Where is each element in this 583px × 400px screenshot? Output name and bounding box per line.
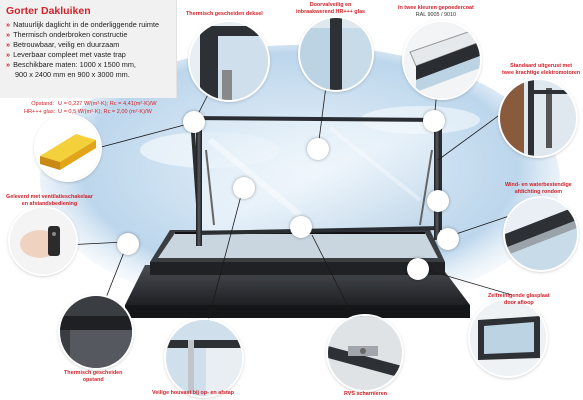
info-panel: Gorter Dakluiken »Natuurlijk daglicht in… <box>0 0 177 98</box>
detail-circle-upstand <box>60 296 132 368</box>
spec-row-opstand: Opstand:U = 0,227 W/(m²·K); Rc = 4,41(m²… <box>31 101 157 107</box>
marker-dot <box>437 228 459 250</box>
marker-dot <box>427 190 449 212</box>
list-item: 900 x 2400 mm en 900 x 3000 mm. <box>15 70 130 79</box>
chevron-right-icon: » <box>6 20 11 29</box>
marker-dot <box>407 258 429 280</box>
callout-opstand: Thermisch gescheiden opstand <box>64 370 123 383</box>
detail-circle-motors <box>500 80 576 156</box>
left-post <box>196 118 202 246</box>
detail-circle-colors <box>404 22 480 98</box>
hatch-upstand-front <box>150 262 445 275</box>
list-item: »Thermisch onderbroken constructie <box>6 30 128 39</box>
chevron-right-icon: » <box>6 30 11 39</box>
marker-dot <box>233 177 255 199</box>
detail-circle-insulation <box>36 116 100 180</box>
detail-circle-wind <box>505 198 577 270</box>
motor-arm <box>419 149 433 226</box>
detail-circle-selfcleaning <box>470 300 546 376</box>
callout-houvast: Veilige houvast bij op- en afstap <box>152 390 235 396</box>
detail-circle-remote <box>10 208 76 274</box>
chevron-right-icon: » <box>6 50 11 59</box>
spec-row-glas: HR+++ glas:U = 0,5 W/(m²·K); Rc = 2,00 (… <box>24 108 152 115</box>
chevron-right-icon: » <box>6 60 11 69</box>
list-item: »Betrouwbaar, veilig en duurzaam <box>6 40 120 49</box>
marker-dot <box>423 110 445 132</box>
chevron-right-icon: » <box>6 40 11 49</box>
motor-arm <box>205 149 215 226</box>
feature-list: »Natuurlijk daglicht in de onderliggende… <box>6 20 159 80</box>
list-item: »Natuurlijk daglicht in de onderliggende… <box>6 20 160 29</box>
detail-circle-hinges <box>328 316 402 390</box>
list-item: »Beschikbare maten: 1000 x 1500 mm, <box>6 60 136 69</box>
hatch-opening <box>158 233 438 258</box>
thermal-specs: Opstand:U = 0,227 W/(m²·K); Rc = 4,41(m²… <box>24 101 157 116</box>
marker-dot <box>290 216 312 238</box>
callout-motoren: Standaard uitgerust met twee krachtige e… <box>502 63 581 76</box>
list-item: »Leverbaar compleet met vaste trap <box>6 50 126 59</box>
roof-edge <box>125 305 470 318</box>
page-title: Gorter Dakluiken <box>6 5 91 17</box>
callout-glas: Doorvalveilig en inbraakwerend HR+++ gla… <box>296 2 366 15</box>
callout-deksel: Thermisch gescheiden deksel <box>186 11 263 17</box>
callout-zelfreinigend: Zelfreinigende glasplaat door afloop <box>488 293 550 306</box>
callout-ventilatie: Geleverd met ventilatieschakelaar en afs… <box>6 194 93 207</box>
marker-dot <box>307 138 329 160</box>
glass-lid <box>192 118 440 233</box>
callout-wind: Wind- en waterbestendige afdichting rond… <box>505 182 572 195</box>
detail-circle-glass <box>300 18 372 90</box>
right-post <box>434 120 440 240</box>
detail-circle-lid <box>190 22 268 100</box>
marker-dot <box>117 233 139 255</box>
marker-dot <box>183 111 205 133</box>
callout-kleuren: In twee kleuren gepoedercoat RAL 9005 / … <box>398 5 474 18</box>
callout-rvs: RVS scharnieren <box>344 391 388 397</box>
detail-circle-handrail <box>166 320 242 396</box>
